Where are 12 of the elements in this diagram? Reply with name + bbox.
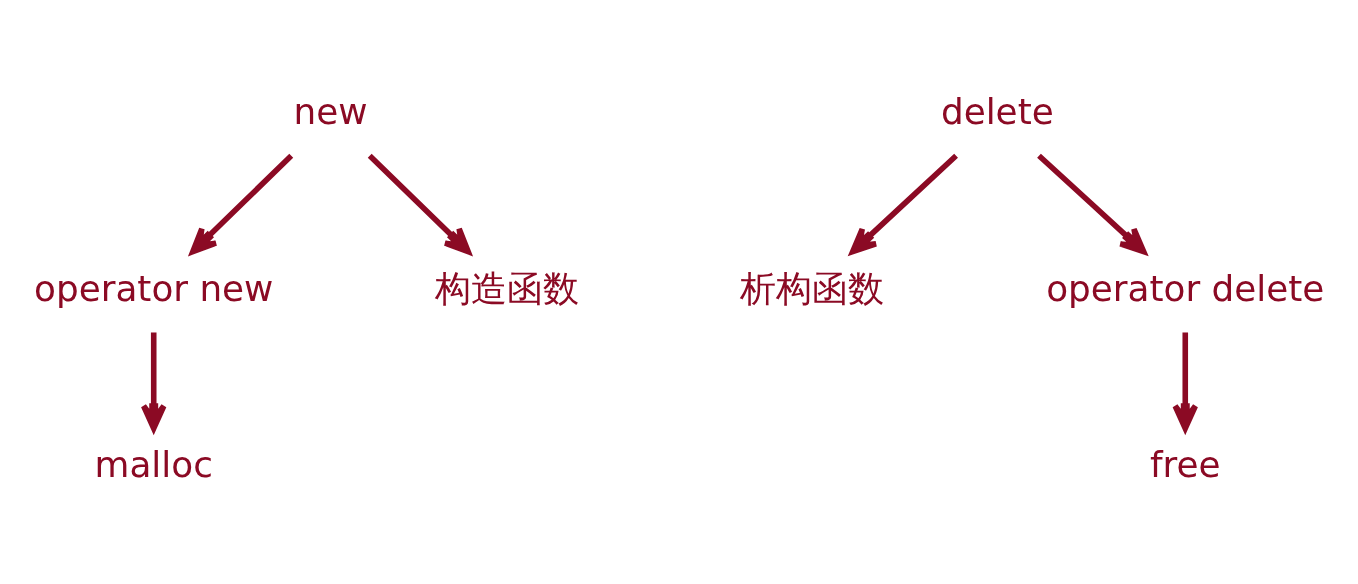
- node-text: new: [293, 90, 368, 132]
- node-text: 析构函数: [739, 267, 884, 309]
- node-text: free: [1149, 444, 1221, 486]
- node-text: malloc: [94, 444, 213, 486]
- arrow: [190, 153, 294, 255]
- node-text: 构造函数: [435, 267, 580, 309]
- arrow: [1037, 153, 1147, 255]
- arrow: [849, 153, 958, 255]
- node-text: operator delete: [1046, 267, 1325, 309]
- arrow: [367, 153, 471, 255]
- node-text: operator new: [34, 267, 274, 309]
- node-text: delete: [940, 90, 1054, 132]
